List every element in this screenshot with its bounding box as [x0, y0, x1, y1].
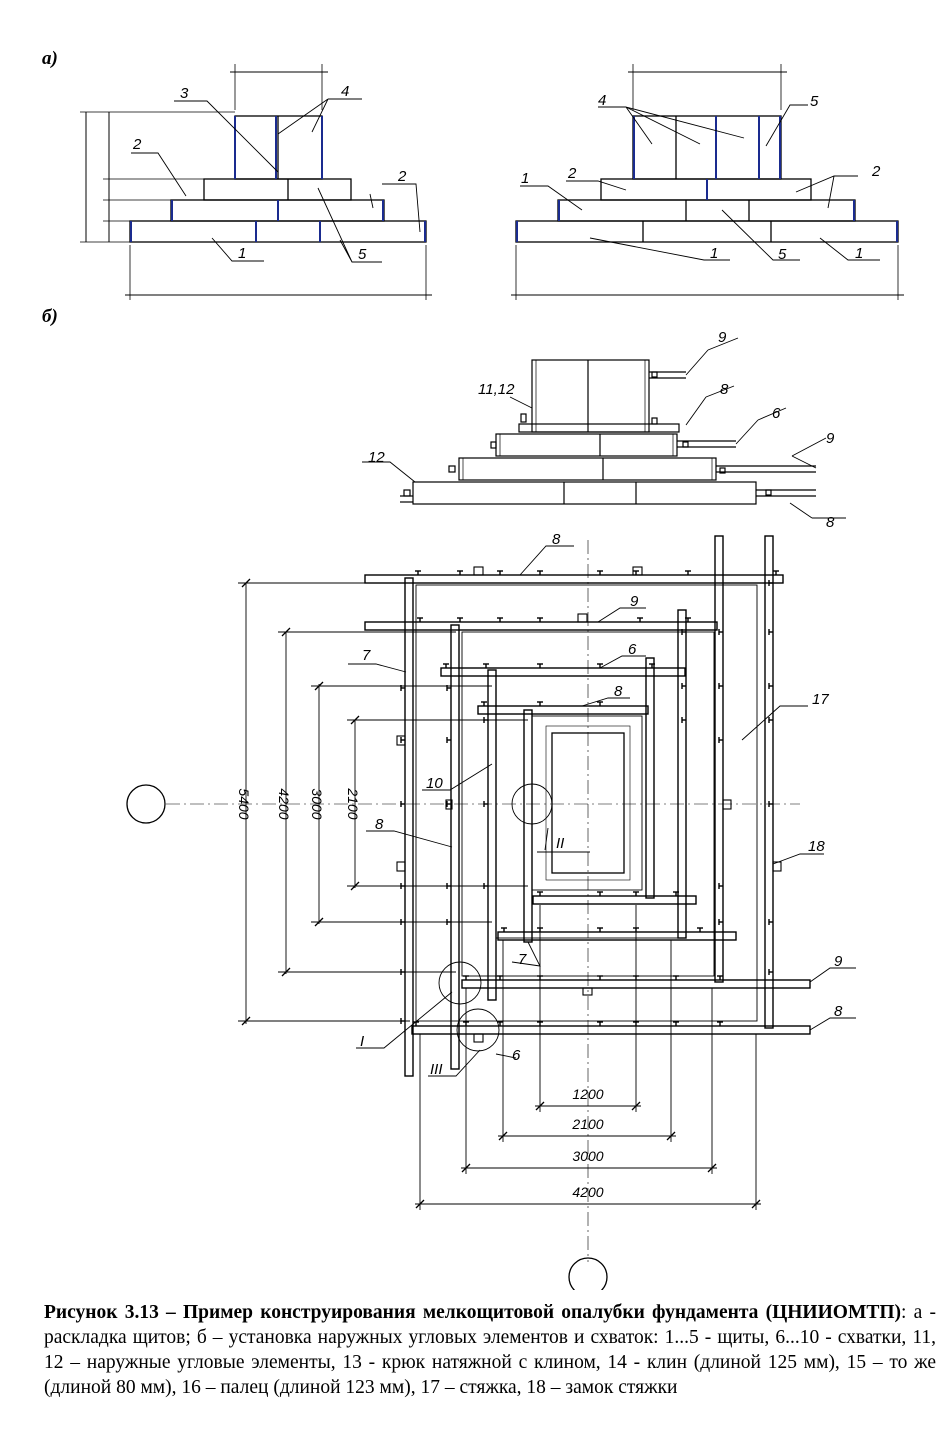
dim-2100: 2100: [571, 1116, 603, 1132]
section-label-b: б): [42, 306, 58, 327]
formwork-drawing: а) б): [42, 48, 904, 1290]
dim-4200: 4200: [572, 1184, 603, 1200]
callout-8: 8: [826, 514, 835, 531]
plan-view: [126, 535, 811, 1290]
callout-2: 2: [567, 165, 577, 182]
callout-2: 2: [132, 136, 142, 153]
dim-3000: 3000: [309, 788, 325, 819]
callout-1: 1: [238, 245, 246, 262]
elevation-right-leaders: [520, 104, 880, 261]
callout-5: 5: [358, 246, 367, 263]
callout-4: 4: [341, 83, 349, 100]
elevation-left: [80, 64, 432, 300]
caption-body: : а - раскладка щитов; б – установка нар…: [44, 1302, 936, 1398]
callout-10: 10: [426, 775, 443, 792]
callout-III: III: [430, 1061, 443, 1078]
callout-7: 7: [362, 647, 371, 664]
callout-8: 8: [720, 381, 729, 398]
callout-I: I: [360, 1033, 364, 1050]
callout-9: 9: [826, 430, 835, 447]
callout-6: 6: [512, 1047, 521, 1064]
callout-5: 5: [778, 246, 787, 263]
callout-6: 6: [772, 405, 781, 422]
dim-1200: 1200: [572, 1086, 603, 1102]
callout-11-12: 11,12: [478, 381, 515, 398]
callout-8: 8: [375, 816, 384, 833]
callout-9: 9: [718, 329, 727, 346]
section-label-a: а): [42, 48, 58, 69]
plan-leaders: [348, 545, 856, 1077]
elevation-right: [511, 64, 904, 300]
callout-8: 8: [834, 1003, 843, 1020]
callout-9: 9: [834, 953, 843, 970]
callout-8: 8: [614, 683, 623, 700]
elevation-left-leaders: [131, 98, 421, 263]
callout-3: 3: [180, 85, 189, 102]
callout-5: 5: [810, 93, 819, 110]
dim-4200: 4200: [276, 788, 292, 819]
dim-3000: 3000: [572, 1148, 603, 1164]
callout-1: 1: [521, 170, 529, 187]
callout-II: II: [556, 835, 564, 852]
callout-1: 1: [855, 245, 863, 262]
callout-17: 17: [812, 691, 829, 708]
callout-4: 4: [598, 92, 606, 109]
callout-6: 6: [628, 641, 637, 658]
callout-12: 12: [368, 449, 385, 466]
callout-7: 7: [518, 951, 527, 968]
callout-1: 1: [710, 245, 718, 262]
callout-8: 8: [552, 531, 561, 548]
dim-5400: 5400: [236, 788, 252, 819]
caption-title: Рисунок 3.13 – Пример конструирования ме…: [44, 1302, 902, 1323]
callout-9: 9: [630, 593, 639, 610]
figure-caption: Рисунок 3.13 – Пример конструирования ме…: [44, 1300, 936, 1400]
callout-18: 18: [808, 838, 825, 855]
callout-2: 2: [871, 163, 881, 180]
elevation-walers-leaders: [362, 337, 846, 519]
elevation-walers: [400, 359, 816, 505]
dim-2100: 2100: [345, 787, 361, 819]
callout-2: 2: [397, 168, 407, 185]
